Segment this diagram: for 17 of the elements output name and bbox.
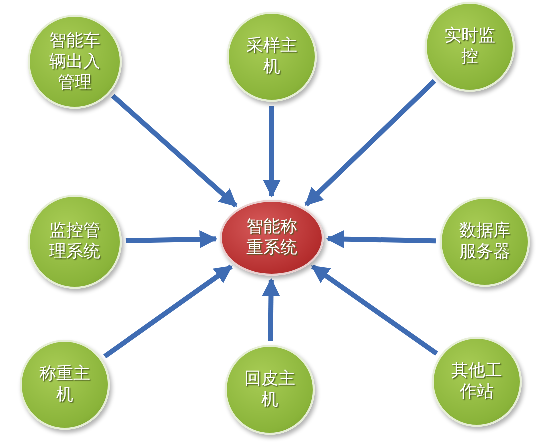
module-circle: 实时监控 [425, 2, 515, 92]
module-circle: 回皮主机 [225, 345, 315, 435]
module-circle: 监控管理系统 [28, 195, 122, 289]
module-circle: 智能车辆出入管理 [28, 15, 122, 109]
module-circle: 采样主机 [227, 12, 317, 102]
system-ellipse: 智能称重系统 [220, 200, 324, 276]
arrow [262, 278, 280, 342]
arrow [111, 94, 238, 208]
module-circle: 其他工作站 [432, 337, 522, 427]
module-circle: 称重主机 [20, 340, 110, 430]
module-circle: 数据库服务器 [440, 197, 530, 287]
arrow [126, 230, 218, 248]
arrow [263, 106, 281, 198]
arrow [304, 79, 436, 207]
arrow [326, 230, 436, 248]
arrow [104, 264, 233, 359]
arrow [311, 264, 438, 356]
